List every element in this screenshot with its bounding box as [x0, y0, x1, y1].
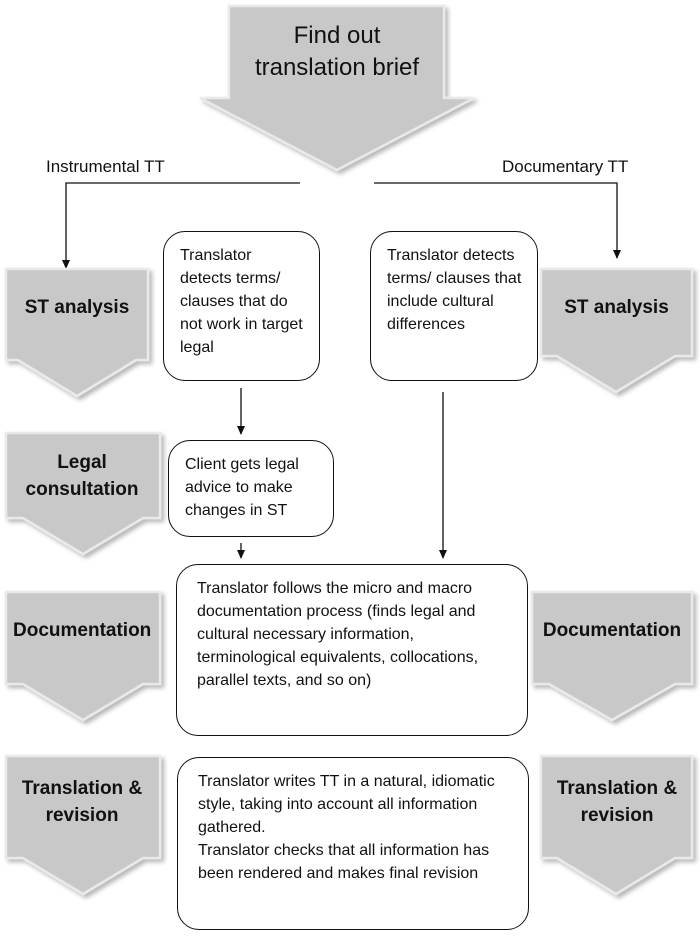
right-translation-shape — [539, 754, 694, 896]
left-documentation-shape — [4, 590, 162, 722]
left-step-documentation: Documentation — [13, 619, 152, 641]
note-documentation-process: Translator follows the micro and macro d… — [176, 564, 528, 736]
note-translation-revision: Translator writes TT in a natural, idiom… — [177, 757, 529, 930]
left-translation-shape — [4, 754, 162, 896]
right-step-st-analysis: ST analysis — [564, 296, 669, 318]
connector-left-branch — [62, 182, 300, 269]
note-detect-right: Translator detects terms/ clauses that i… — [370, 231, 538, 381]
start-label: Find out translation brief — [232, 20, 442, 84]
note-detect-left: Translator detects terms/ clauses that d… — [163, 231, 320, 381]
right-documentation-shape — [530, 590, 694, 722]
right-st-analysis-shape — [539, 267, 694, 394]
start-arrow-shape — [199, 4, 475, 172]
branch-label-documentary: Documentary TT — [502, 157, 629, 176]
right-step-documentation: Documentation — [542, 619, 682, 641]
note-client-legal-advice: Client gets legal advice to make changes… — [168, 440, 334, 537]
right-step-translation-revision: Translation & revision — [556, 778, 678, 826]
left-legal-consultation-shape — [4, 431, 162, 556]
left-st-analysis-shape — [4, 267, 150, 398]
left-step-legal-consultation: Legal consultation — [25, 452, 139, 500]
note-translation-line1: Translator writes TT in a natural, idiom… — [198, 773, 495, 836]
left-step-st-analysis: ST analysis — [24, 296, 130, 318]
connector-right-branch — [374, 182, 621, 259]
start-label-line2: translation brief — [254, 54, 420, 81]
note-translation-line2: Translator checks that all information h… — [198, 842, 490, 882]
start-label-line1: Find out — [293, 22, 381, 49]
left-step-translation-revision: Translation & revision — [21, 778, 143, 826]
branch-label-instrumental: Instrumental TT — [46, 157, 165, 176]
